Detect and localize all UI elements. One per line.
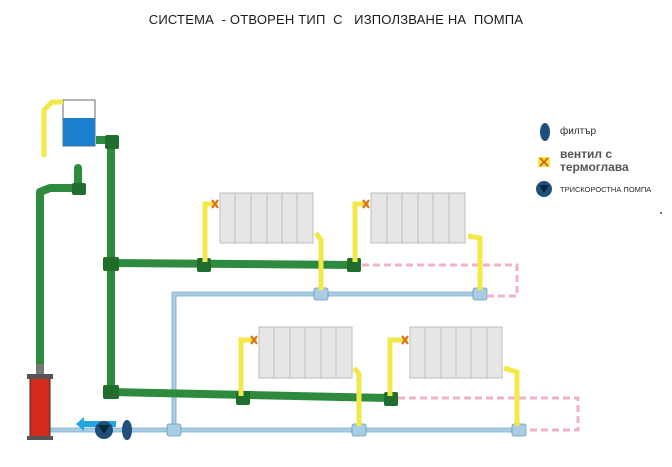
dashed-extensions <box>362 263 580 432</box>
pump-icon <box>536 181 552 197</box>
supply-branch-upper <box>110 259 356 269</box>
radiator-lower-left <box>238 326 362 426</box>
boiler <box>27 364 53 440</box>
legend-filter-label: филтър <box>560 126 597 137</box>
circulation-pump <box>95 421 113 439</box>
radiator-lower-right <box>387 326 520 426</box>
supply-riser-boiler <box>36 164 82 375</box>
stray-dot <box>660 212 662 214</box>
thermostatic-valve-icon <box>538 157 550 167</box>
expansion-tank <box>41 99 96 157</box>
return-fittings <box>166 287 527 437</box>
radiator-upper-left <box>202 192 324 290</box>
legend-valve-label-line1: вентил с <box>560 147 613 161</box>
return-pipe-upper <box>172 292 480 430</box>
filter-icon <box>540 123 550 141</box>
legend-valve-label-line2: термоглава <box>560 160 629 174</box>
legend-pump-label: ТРИСКОРОСТНА ПОМПА <box>560 185 652 194</box>
radiator-upper-right <box>352 192 483 290</box>
flow-arrow <box>76 417 116 431</box>
radiator-valves <box>211 199 409 345</box>
pipe-filter <box>122 420 132 440</box>
diagram-title: СИСТЕМА - ОТВОРЕН ТИП С ИЗПОЛЗВАНЕ НА ПО… <box>148 12 524 27</box>
